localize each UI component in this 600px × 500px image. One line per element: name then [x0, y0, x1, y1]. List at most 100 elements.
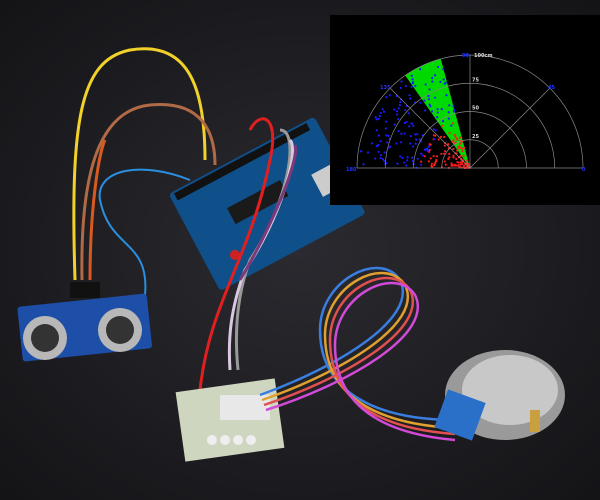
- far-point: [370, 142, 374, 145]
- far-point: [433, 96, 437, 99]
- near-point: [439, 135, 443, 138]
- near-point: [454, 135, 457, 139]
- far-point: [400, 132, 403, 135]
- near-point: [444, 163, 447, 166]
- near-point: [459, 155, 462, 158]
- far-point: [401, 156, 404, 160]
- far-point: [378, 114, 381, 118]
- far-point: [436, 115, 439, 119]
- angle-spoke: [389, 87, 471, 169]
- near-point: [455, 164, 458, 167]
- far-point: [385, 120, 388, 123]
- far-point: [388, 94, 391, 97]
- far-point: [410, 85, 413, 88]
- far-point: [444, 81, 447, 84]
- far-point: [385, 134, 388, 137]
- far-point: [447, 117, 450, 120]
- far-point: [406, 159, 409, 162]
- sensor-wires: [72, 47, 217, 296]
- far-point: [393, 108, 396, 111]
- far-point: [395, 142, 398, 145]
- far-point: [397, 117, 400, 121]
- far-point: [375, 145, 379, 148]
- near-point: [443, 150, 447, 153]
- far-point: [397, 107, 400, 110]
- far-point: [431, 80, 434, 83]
- angle-label-45: 45: [548, 85, 555, 91]
- near-point: [435, 159, 438, 163]
- far-point: [414, 133, 417, 136]
- far-point: [412, 124, 415, 127]
- far-point: [447, 111, 450, 114]
- near-point: [452, 154, 455, 157]
- far-point: [430, 110, 434, 113]
- far-point: [404, 84, 407, 88]
- far-point: [414, 142, 417, 145]
- far-point: [436, 107, 439, 111]
- near-point: [455, 157, 458, 161]
- far-point: [411, 159, 414, 163]
- far-point: [432, 128, 435, 131]
- far-point: [427, 98, 431, 101]
- far-point: [409, 142, 412, 145]
- far-point: [375, 129, 378, 132]
- far-point: [399, 86, 402, 90]
- far-point: [409, 97, 412, 100]
- far-point: [397, 129, 400, 133]
- far-point: [375, 118, 378, 121]
- near-point: [452, 156, 455, 159]
- far-point: [393, 123, 396, 126]
- far-point: [409, 134, 413, 138]
- far-point: [411, 82, 414, 85]
- far-point: [418, 138, 421, 141]
- far-point: [436, 65, 440, 69]
- far-point: [366, 151, 370, 154]
- far-point: [431, 76, 434, 80]
- ultrasonic-sensor: [17, 282, 152, 362]
- near-point: [466, 159, 469, 162]
- far-point: [403, 161, 406, 164]
- far-point: [386, 141, 389, 144]
- near-point: [429, 157, 432, 160]
- far-point: [400, 80, 403, 83]
- far-point: [439, 80, 442, 83]
- radar-grid: [356, 54, 584, 169]
- near-point: [437, 138, 440, 141]
- far-point: [416, 157, 419, 160]
- near-point: [428, 148, 431, 152]
- far-point: [360, 150, 363, 153]
- near-point: [462, 164, 466, 167]
- far-point: [433, 74, 437, 77]
- near-point: [446, 143, 450, 146]
- near-point: [448, 156, 451, 159]
- far-point: [420, 163, 423, 166]
- near-point: [461, 150, 464, 153]
- near-point: [466, 163, 469, 167]
- far-point: [396, 113, 399, 116]
- range-label-100cm: 100cm: [474, 53, 493, 59]
- far-point: [374, 116, 377, 119]
- far-point: [381, 108, 384, 111]
- far-point: [405, 164, 408, 167]
- near-point: [461, 163, 464, 166]
- near-point: [440, 152, 443, 155]
- far-point: [362, 163, 365, 166]
- far-point: [411, 145, 415, 148]
- far-point: [411, 78, 414, 81]
- far-point: [452, 110, 456, 113]
- near-point: [457, 147, 460, 150]
- far-point: [419, 101, 422, 104]
- far-point: [450, 124, 453, 127]
- far-point: [379, 156, 382, 160]
- far-point: [399, 101, 402, 104]
- far-point: [385, 96, 388, 99]
- far-point: [408, 94, 411, 97]
- far-point: [421, 154, 425, 157]
- far-point: [423, 99, 426, 102]
- far-point: [420, 152, 423, 155]
- near-point: [427, 160, 430, 163]
- far-point: [379, 140, 382, 143]
- near-point: [434, 162, 437, 165]
- near-point: [458, 145, 461, 148]
- near-point: [420, 160, 423, 163]
